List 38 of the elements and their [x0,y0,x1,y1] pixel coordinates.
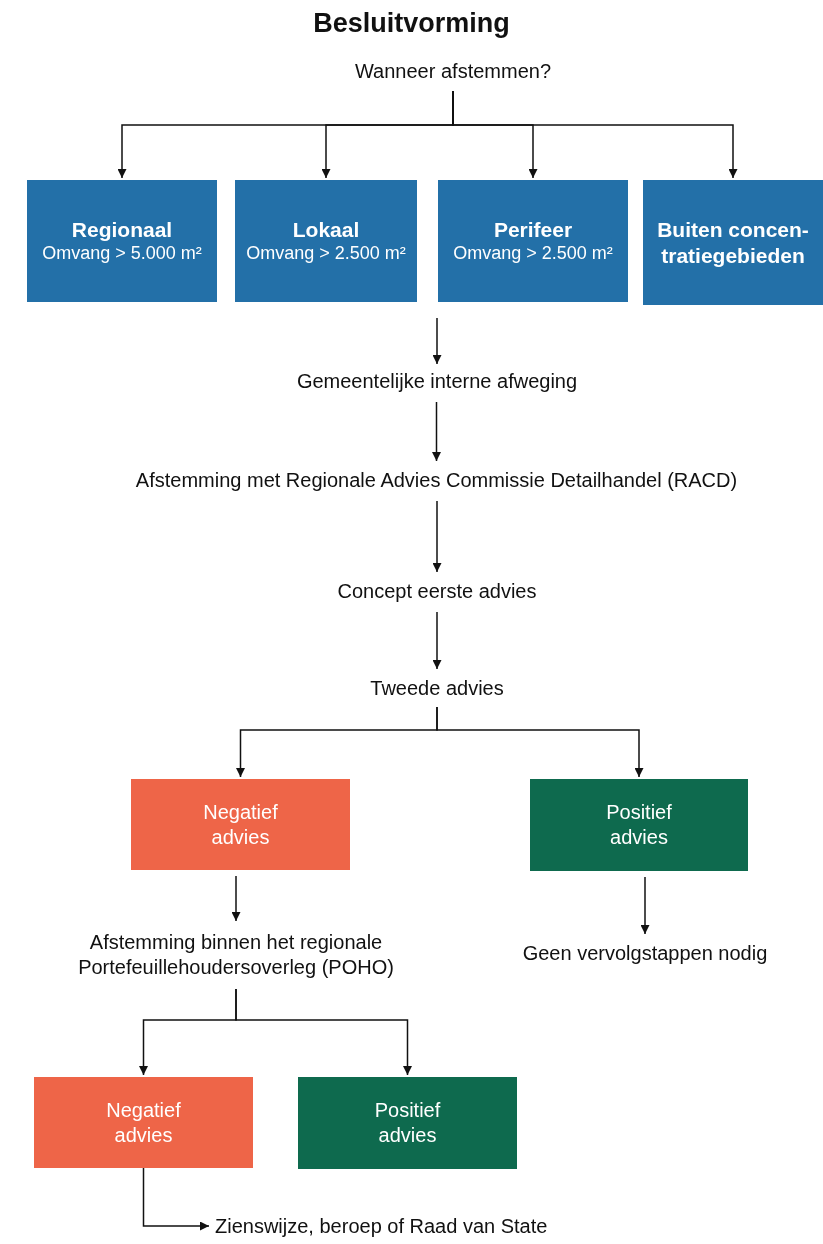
box-text: Negatief advies [202,799,279,850]
arrow [142,1167,210,1231]
box-text: Positief advies [605,800,673,850]
diagram-title: Besluitvorming [313,8,510,39]
arrow [432,401,441,462]
step-text: Afstemming met Regionale Advies Commissie Detailhandel (RACD) [135,467,738,493]
step-text: Geen vervolgstappen nodig [522,940,768,966]
box-heading: Regionaal [71,217,173,243]
arrow [452,90,738,179]
step-text: Gemeentelijke interne afweging [296,368,578,394]
box-text: Buiten concen-tratiegebieden [656,217,810,268]
step-text: Concept eerste advies [337,578,537,604]
box-text: Omvang > 5.000 m² [42,242,202,265]
step-text: Zienswijze, beroep of Raad van State [215,1213,548,1239]
category-box [438,180,628,302]
arrow [432,611,442,670]
negative-advice-box [34,1077,253,1168]
arrow [235,988,412,1076]
box-text: Omvang > 2.500 m² [246,242,406,265]
category-box [235,180,417,302]
box-text: Negatief advies [105,1097,182,1148]
step-text: Wanneer afstemmen? [355,58,551,84]
positive-advice-box [530,779,748,871]
category-box [643,180,823,305]
box-text: Omvang > 2.500 m² [453,242,613,265]
step-text: Afstemming binnen het regionale Portefeuillehoudersoverleg (POHO) [77,930,395,980]
positive-advice-box [298,1077,517,1169]
arrow [640,876,650,935]
box-heading: Lokaal [292,217,360,243]
box-heading: Perifeer [493,217,573,243]
category-box [27,180,217,302]
arrow [231,875,241,922]
box-text: Positief advies [373,1098,442,1148]
arrow [432,317,442,365]
arrow [432,500,442,573]
arrow [436,706,644,778]
step-text: Tweede advies [370,675,504,701]
negative-advice-box [131,779,350,870]
